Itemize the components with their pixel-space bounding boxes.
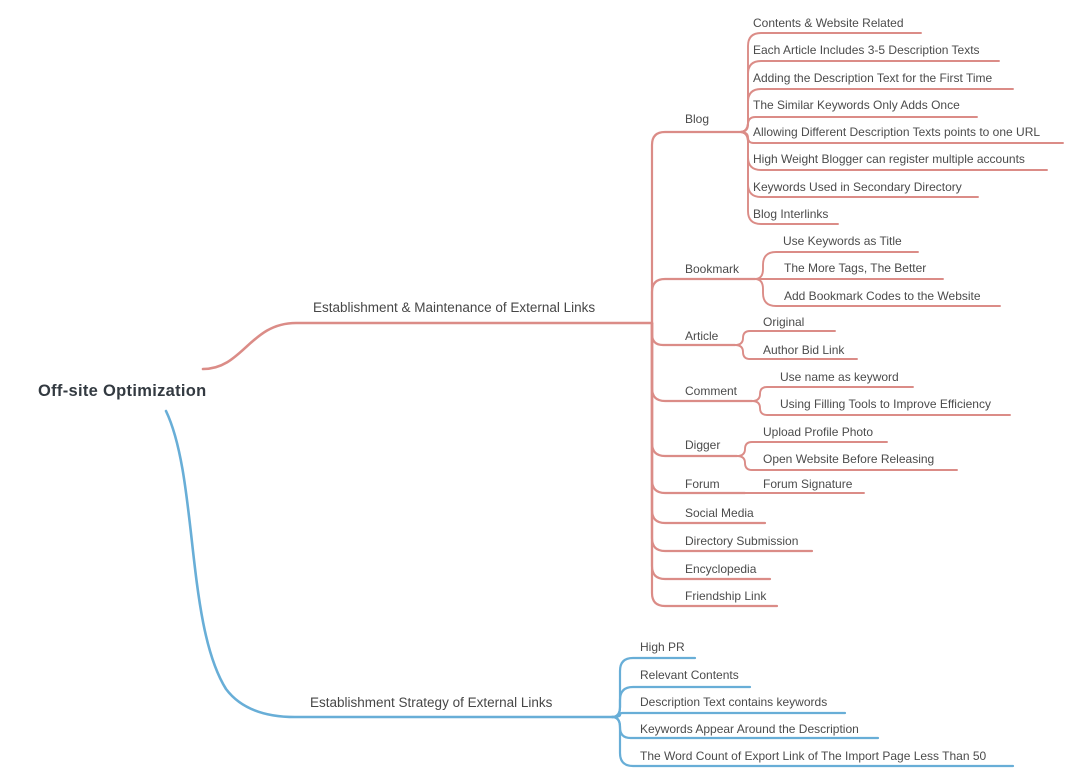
connector-description-contains-keywords <box>610 711 847 719</box>
node-adding-description-first-time[interactable]: Adding the Description Text for the Firs… <box>753 71 993 85</box>
connector-open-website-before-releasing <box>736 455 958 471</box>
node-filling-tools-efficiency[interactable]: Using Filling Tools to Improve Efficienc… <box>780 397 991 411</box>
node-blog[interactable]: Blog <box>685 112 710 126</box>
node-forum[interactable]: Forum <box>685 477 720 491</box>
node-directory-submission[interactable]: Directory Submission <box>685 534 799 548</box>
branch-line-maintenance <box>201 321 654 371</box>
node-original[interactable]: Original <box>763 315 805 329</box>
connector-friendship-link <box>650 321 779 608</box>
node-high-weight-blogger-accounts[interactable]: High Weight Blogger can register multipl… <box>753 152 1025 166</box>
node-word-count-less-than-50[interactable]: The Word Count of Export Link of The Imp… <box>640 749 987 763</box>
connector-blog-interlinks <box>739 131 839 225</box>
node-keywords-secondary-directory[interactable]: Keywords Used in Secondary Directory <box>753 180 962 194</box>
node-forum-signature[interactable]: Forum Signature <box>763 477 853 491</box>
node-bookmark[interactable]: Bookmark <box>685 262 740 276</box>
connector-similar-keywords-once <box>739 116 978 133</box>
node-encyclopedia[interactable]: Encyclopedia <box>685 562 757 576</box>
connector-upload-profile-photo <box>736 441 888 457</box>
node-each-article-3-5-texts[interactable]: Each Article Includes 3-5 Description Te… <box>753 43 980 57</box>
node-use-name-as-keyword[interactable]: Use name as keyword <box>780 370 899 384</box>
node-keywords-around-description[interactable]: Keywords Appear Around the Description <box>640 722 859 736</box>
node-article[interactable]: Article <box>685 329 719 343</box>
node-digger[interactable]: Digger <box>685 438 721 452</box>
connector-filling-tools-efficiency <box>751 400 1011 416</box>
node-add-bookmark-codes[interactable]: Add Bookmark Codes to the Website <box>784 289 981 303</box>
connector-blog <box>650 130 742 325</box>
node-open-website-before-releasing[interactable]: Open Website Before Releasing <box>763 452 935 466</box>
connector-bookmark <box>650 277 757 325</box>
node-root[interactable]: Off-site Optimization <box>38 382 207 400</box>
node-different-texts-one-url[interactable]: Allowing Different Description Texts poi… <box>753 125 1041 139</box>
connector-use-keywords-as-title <box>754 251 919 280</box>
node-friendship-link[interactable]: Friendship Link <box>685 589 767 603</box>
node-maintenance[interactable]: Establishment & Maintenance of External … <box>313 300 596 315</box>
connector-author-bid-link <box>734 344 858 360</box>
node-high-pr[interactable]: High PR <box>640 640 685 654</box>
node-social-media[interactable]: Social Media <box>685 506 754 520</box>
connector-forum <box>650 321 747 495</box>
connector-add-bookmark-codes <box>754 278 1001 307</box>
node-relevant-contents[interactable]: Relevant Contents <box>640 668 739 682</box>
node-more-tags-better[interactable]: The More Tags, The Better <box>784 261 927 275</box>
node-blog-interlinks[interactable]: Blog Interlinks <box>753 207 829 221</box>
node-author-bid-link[interactable]: Author Bid Link <box>763 343 845 357</box>
connector-use-name-as-keyword <box>751 386 914 402</box>
node-upload-profile-photo[interactable]: Upload Profile Photo <box>763 425 874 439</box>
node-contents-website-related[interactable]: Contents & Website Related <box>753 16 904 30</box>
node-similar-keywords-once[interactable]: The Similar Keywords Only Adds Once <box>753 98 960 112</box>
node-comment[interactable]: Comment <box>685 384 738 398</box>
node-strategy[interactable]: Establishment Strategy of External Links <box>310 695 553 710</box>
node-use-keywords-as-title[interactable]: Use Keywords as Title <box>783 234 902 248</box>
connector-word-count-less-than-50 <box>610 715 1015 768</box>
node-description-contains-keywords[interactable]: Description Text contains keywords <box>640 695 828 709</box>
connector-original <box>734 330 836 346</box>
branch-line-strategy <box>164 409 614 719</box>
